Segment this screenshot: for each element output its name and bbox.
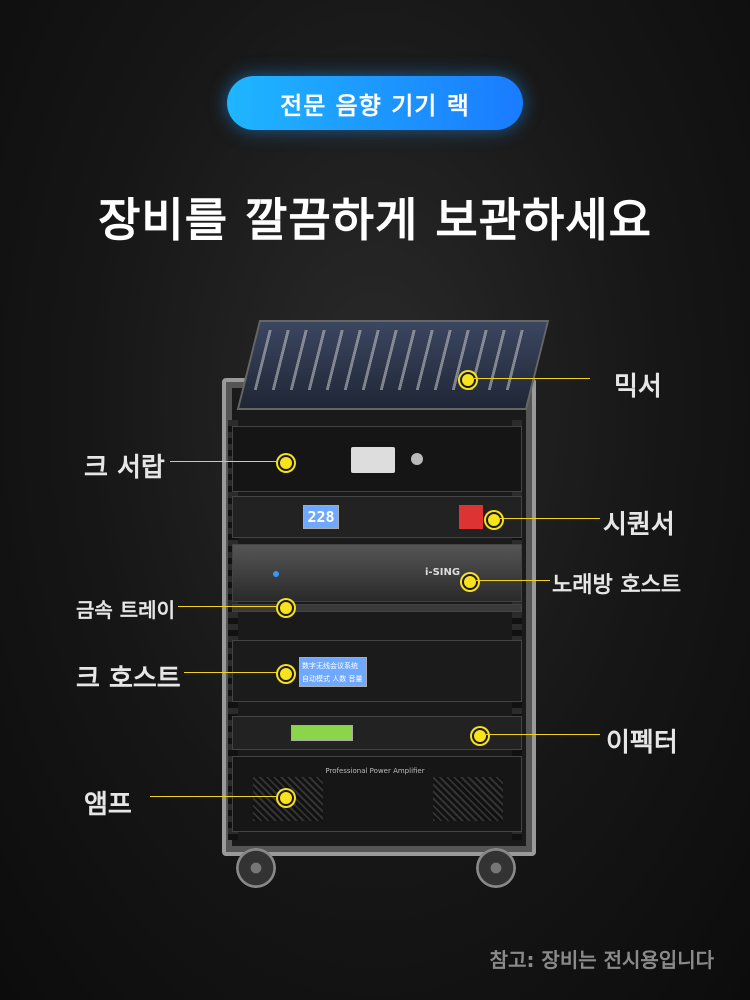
sequencer-unit: 228 <box>232 496 522 538</box>
metal-tray-label: 금속 트레이 <box>76 598 175 622</box>
host-label: 크 호스트 <box>76 664 181 694</box>
drawer-handle <box>351 447 395 473</box>
sequencer-marker-dot <box>486 512 502 528</box>
mixer-marker-dot <box>460 372 476 388</box>
category-badge-text: 전문 음향 기기 랙 <box>280 91 470 120</box>
drawer-label: 크 서랍 <box>84 453 165 483</box>
rack-rail-left <box>228 420 238 840</box>
host-leader-line <box>184 672 278 673</box>
conference-lcd-line2: 自动模式 人数 音量 <box>302 675 363 683</box>
sequencer-leader-line <box>500 518 600 519</box>
rack-wheel-right <box>476 848 516 888</box>
effector-label: 이펙터 <box>606 728 678 758</box>
effector-lcd <box>291 725 353 741</box>
karaoke-host-marker-dot <box>462 574 478 590</box>
karaoke-host-label: 노래방 호스트 <box>552 573 682 598</box>
karaoke-host-unit: i-SING <box>232 544 522 602</box>
drawer-marker-dot <box>278 455 294 471</box>
drawer-lock-icon <box>411 453 423 465</box>
amp-title: Professional Power Amplifier <box>325 767 425 775</box>
metal-tray-marker-dot <box>278 600 294 616</box>
effector-leader-line <box>486 734 600 735</box>
host-marker-dot <box>278 666 294 682</box>
drawer-unit <box>232 426 522 492</box>
conference-lcd-line1: 数字无线会议系统 <box>302 662 358 670</box>
rack-wheel-left <box>236 848 276 888</box>
rack-rail-right <box>512 420 522 840</box>
mixer-leader-line <box>474 378 590 379</box>
power-display: 228 <box>303 505 339 529</box>
conference-lcd: 数字无线会议系统 自动模式 人数 音量 <box>299 657 367 687</box>
metal-tray-leader-line <box>178 606 278 607</box>
headline: 장비를 깔끔하게 보관하세요 <box>98 193 652 247</box>
amp-vent-right <box>433 777 503 821</box>
amp-leader-line <box>150 796 278 797</box>
drawer-leader-line <box>170 461 278 462</box>
effector-marker-dot <box>472 728 488 744</box>
mixer-device <box>236 320 550 410</box>
karaoke-brand: i-SING <box>425 567 461 578</box>
karaoke-host-leader-line <box>476 580 550 581</box>
karaoke-led <box>273 571 279 577</box>
amplifier-unit: Professional Power Amplifier <box>232 756 522 832</box>
category-badge: 전문 음향 기기 랙 <box>227 76 523 130</box>
conference-host-unit: 数字无线会议系统 自动模式 人数 音量 <box>232 640 522 702</box>
amp-label: 앰프 <box>84 790 132 820</box>
mixer-faders <box>253 330 535 390</box>
amp-marker-dot <box>278 790 294 806</box>
power-switch <box>459 505 483 529</box>
display-only-note: 참고: 장비는 전시용입니다 <box>489 948 714 972</box>
mixer-label: 믹서 <box>614 372 662 402</box>
sequencer-label: 시퀀서 <box>603 510 675 540</box>
metal-tray <box>232 604 522 612</box>
